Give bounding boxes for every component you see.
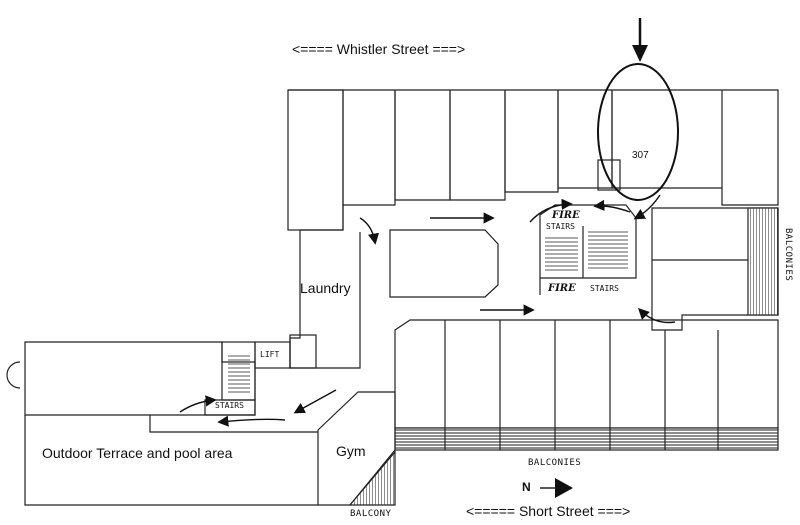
fire-stairs-bottom-fire-label: FIRE bbox=[548, 283, 576, 294]
balconies-right-label: BALCONIES bbox=[783, 228, 793, 282]
unit bbox=[504, 90, 559, 193]
unit bbox=[449, 90, 506, 201]
fire-stairs-top-fire-label: FIRE bbox=[552, 210, 580, 221]
unit-307-highlight bbox=[597, 63, 679, 201]
right-units bbox=[651, 207, 779, 331]
bottom-units bbox=[394, 319, 779, 451]
north-label: N bbox=[522, 480, 531, 494]
laundry-label: Laundry bbox=[300, 280, 351, 296]
unit bbox=[342, 90, 396, 206]
top-units bbox=[287, 89, 779, 231]
north-arrow-icon bbox=[555, 478, 573, 498]
whistler-street-label: <==== Whistler Street ===> bbox=[292, 41, 466, 57]
down-arrow-icon bbox=[632, 45, 648, 62]
balcony-label: BALCONY bbox=[350, 509, 392, 519]
unit-307-label: 307 bbox=[632, 150, 649, 161]
lift-label: LIFT bbox=[260, 350, 280, 359]
unit bbox=[394, 90, 451, 201]
short-street-label: <===== Short Street ===> bbox=[466, 503, 631, 519]
lift bbox=[254, 341, 291, 369]
unit bbox=[557, 90, 613, 189]
unit bbox=[287, 89, 344, 231]
route-arrows bbox=[179, 194, 676, 427]
unit-307 bbox=[611, 90, 723, 189]
gym-label: Gym bbox=[336, 443, 366, 459]
center-block bbox=[389, 229, 499, 298]
terrace-label: Outdoor Terrace and pool area bbox=[42, 445, 233, 461]
balconies-bottom-label: BALCONIES bbox=[528, 458, 582, 468]
fire-stairs-top-stairs-label: STAIRS bbox=[546, 222, 575, 231]
stairs-label: STAIRS bbox=[215, 401, 244, 410]
fire-stairs-bottom-stairs-label: STAIRS bbox=[590, 284, 619, 293]
